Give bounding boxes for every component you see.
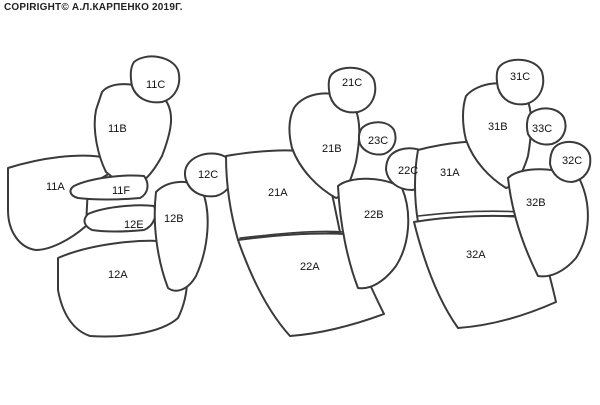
part-22A — [237, 232, 385, 337]
part-12A — [57, 239, 189, 338]
part-11F — [69, 174, 149, 201]
part-31C — [495, 58, 545, 106]
part-32C — [549, 140, 592, 183]
label-21B: 21B — [322, 143, 342, 155]
part-12B — [153, 181, 209, 292]
label-31C: 31C — [510, 71, 530, 83]
label-32C: 32C — [562, 155, 582, 167]
label-22B: 22B — [364, 209, 384, 221]
label-21A: 21A — [268, 187, 288, 199]
part-12C — [183, 152, 235, 198]
label-12A: 12A — [108, 269, 128, 281]
seam-21A-22A — [239, 230, 345, 239]
label-11F: 11F — [112, 185, 130, 197]
label-33C: 33C — [532, 123, 552, 135]
part-11A — [7, 154, 113, 251]
label-11C: 11C — [146, 79, 165, 91]
label-21C: 21C — [342, 77, 362, 89]
part-12E — [83, 204, 157, 233]
part-22B — [337, 177, 410, 290]
label-22A: 22A — [300, 261, 320, 273]
part-23C — [357, 121, 397, 156]
label-12C: 12C — [198, 169, 218, 181]
label-22C: 22C — [398, 165, 418, 177]
label-31A: 31A — [440, 167, 460, 179]
label-12B: 12B — [164, 213, 184, 225]
label-23C: 23C — [368, 135, 388, 147]
label-32A: 32A — [466, 249, 486, 261]
copyright-notice: COPIRIGHT© А.Л.КАРПЕНКО 2019Г. — [4, 2, 183, 13]
part-11C — [129, 55, 181, 104]
label-11A: 11A — [46, 181, 65, 193]
label-12E: 12E — [124, 219, 144, 231]
label-31B: 31B — [488, 121, 508, 133]
part-32A — [413, 214, 557, 329]
part-21C — [327, 66, 377, 114]
label-32B: 32B — [526, 197, 546, 209]
label-11B: 11B — [108, 123, 127, 135]
seam-31A-32A — [417, 210, 521, 217]
part-33C — [525, 107, 567, 146]
